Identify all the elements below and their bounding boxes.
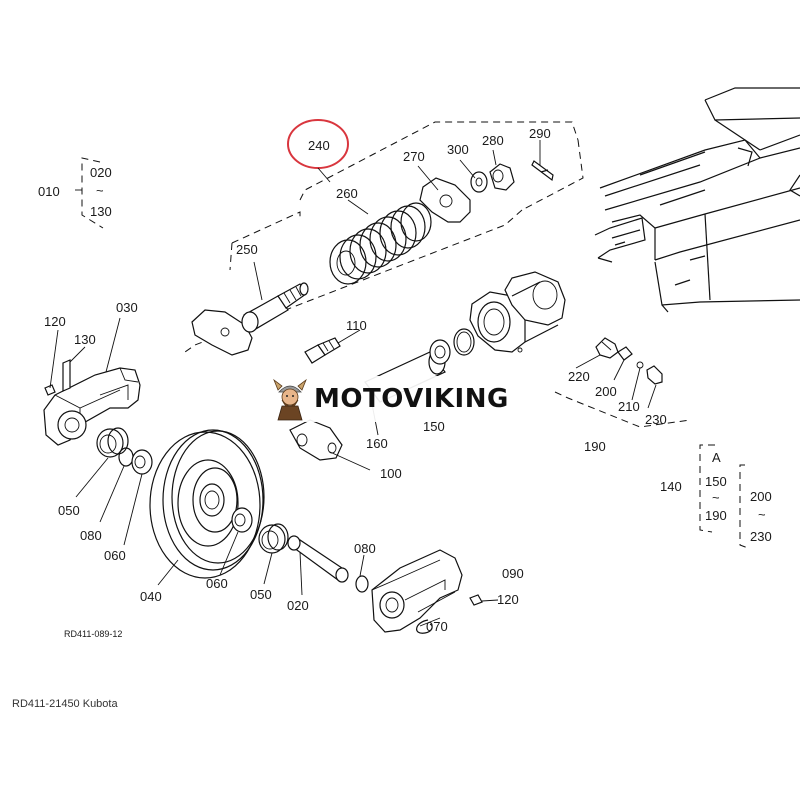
- grease-valve: [595, 337, 663, 385]
- label-140: 140: [660, 479, 682, 494]
- label-130-group: 130: [90, 204, 112, 219]
- label-020: 020: [287, 598, 309, 613]
- label-290: 290: [529, 126, 551, 141]
- label-220: 220: [568, 369, 590, 384]
- tilde-3: ~: [758, 507, 766, 522]
- tilde-2: ~: [712, 490, 720, 505]
- label-040: 040: [140, 589, 162, 604]
- part-labels: 010 020 ~ 130 240 260 270 300 280 290 25…: [38, 126, 772, 639]
- label-130: 130: [74, 332, 96, 347]
- label-070: 070: [426, 619, 448, 634]
- label-200-group: 200: [750, 489, 772, 504]
- label-120-left: 120: [44, 314, 66, 329]
- tilde-1: ~: [96, 183, 104, 198]
- leader-lines: [49, 140, 657, 627]
- pin-130: [62, 359, 71, 392]
- label-050-right: 050: [250, 587, 272, 602]
- label-200: 200: [595, 384, 617, 399]
- bolt-120-right: [469, 594, 483, 606]
- watermark-brand: MOTOVIKING: [314, 384, 509, 414]
- group-markers: [75, 157, 749, 549]
- label-150: 150: [423, 419, 445, 434]
- spring-assembly-outline: [184, 121, 584, 353]
- viking-mascot-logo-icon: [273, 378, 307, 421]
- label-090: 090: [502, 566, 524, 581]
- label-110: 110: [346, 318, 367, 333]
- recoil-spring: [329, 202, 432, 285]
- label-260: 260: [336, 186, 358, 201]
- label-150-group: 150: [705, 474, 727, 489]
- label-060-right: 060: [206, 576, 228, 591]
- tension-rod: [191, 282, 309, 356]
- label-240: 240: [308, 138, 330, 153]
- label-190: 190: [584, 439, 606, 454]
- label-030: 030: [116, 300, 138, 315]
- label-060-left: 060: [104, 548, 126, 563]
- label-100: 100: [380, 466, 402, 481]
- idler-wheel: [149, 429, 265, 579]
- bearing-left: [96, 427, 153, 475]
- label-160: 160: [366, 436, 388, 451]
- bearing-bracket-right: [371, 549, 463, 633]
- washer-nut-pin: [470, 160, 554, 193]
- bearing-bracket-left: [43, 367, 141, 446]
- label-210: 210: [618, 399, 640, 414]
- label-250: 250: [236, 242, 258, 257]
- label-010: 010: [38, 184, 60, 199]
- label-020-group: 020: [90, 165, 112, 180]
- label-080-right: 080: [354, 541, 376, 556]
- label-190-group: 190: [705, 508, 727, 523]
- label-280: 280: [482, 133, 504, 148]
- label-300: 300: [447, 142, 469, 157]
- label-270: 270: [403, 149, 425, 164]
- idler-shaft: [287, 535, 369, 593]
- label-A: A: [712, 450, 721, 465]
- spring-seat-plate: [419, 177, 471, 223]
- label-230-group: 230: [750, 529, 772, 544]
- grease-bolt: [304, 337, 341, 364]
- track-frame: [594, 87, 800, 313]
- bolt-120-left: [44, 384, 56, 396]
- label-120-right: 120: [497, 592, 519, 607]
- snap-ring-070: [416, 619, 433, 634]
- watermark-banner: MOTOVIKING: [268, 376, 534, 422]
- image-caption: RD411-21450 Kubota: [12, 698, 118, 710]
- drawing-number: RD411-089-12: [64, 629, 122, 639]
- label-230: 230: [645, 412, 667, 427]
- grease-cylinder: [469, 271, 566, 353]
- group-bracket-190: [554, 391, 691, 428]
- label-080-left: 080: [80, 528, 102, 543]
- label-050-left: 050: [58, 503, 80, 518]
